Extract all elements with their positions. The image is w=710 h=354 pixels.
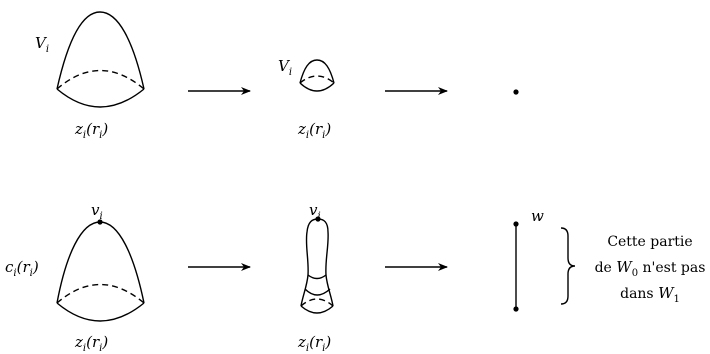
bottom-large-cone-front-arc xyxy=(56,302,145,322)
bottom-tube-shape xyxy=(300,216,334,314)
top-small-cone-back-arc xyxy=(299,75,335,84)
segment-bottom-point xyxy=(513,306,519,312)
label-z-i-r-i-bottom-left: zi(ri) xyxy=(74,333,108,354)
vertex-v-i-left xyxy=(97,219,103,225)
top-small-cone-front-arc xyxy=(299,82,335,92)
segment-top-point xyxy=(513,221,519,227)
remark-line-3: dans W1 xyxy=(620,284,680,305)
tube-back-arc-lower xyxy=(300,298,334,307)
label-c-i-r-i: ci(ri) xyxy=(5,258,39,279)
tube-outline xyxy=(300,218,334,307)
top-large-cone-outline xyxy=(56,11,145,90)
top-small-cone xyxy=(299,59,335,92)
label-v-i-left: vi xyxy=(91,201,103,222)
label-V-i-large: Vi xyxy=(35,34,49,55)
remark-line-2: de W0 n'est pas xyxy=(595,258,706,279)
top-large-cone-front-arc xyxy=(56,88,145,108)
tube-front-arc-lower xyxy=(300,305,334,314)
top-large-cone-back-arc xyxy=(56,69,145,90)
top-small-cone-outline xyxy=(299,59,335,84)
bottom-large-cone-back-arc xyxy=(56,283,145,304)
curly-brace xyxy=(560,227,576,305)
vertex-v-i-middle xyxy=(315,216,321,222)
top-large-cone xyxy=(56,11,145,108)
label-z-i-r-i-top-left: zi(ri) xyxy=(74,120,108,141)
bottom-large-cone xyxy=(56,219,145,322)
label-w: w xyxy=(531,207,544,225)
bottom-large-cone-outline xyxy=(56,221,145,304)
tube-front-arc-middle xyxy=(304,288,331,296)
tube-front-arc-upper xyxy=(307,274,327,280)
label-v-i-middle: vi xyxy=(309,201,321,222)
label-z-i-r-i-top-middle: zi(ri) xyxy=(297,120,331,141)
remark-line-1: Cette partie xyxy=(607,234,692,250)
label-V-i-small: Vi xyxy=(278,57,292,78)
label-z-i-r-i-bottom-middle: zi(ri) xyxy=(297,333,331,354)
top-point xyxy=(513,89,519,95)
